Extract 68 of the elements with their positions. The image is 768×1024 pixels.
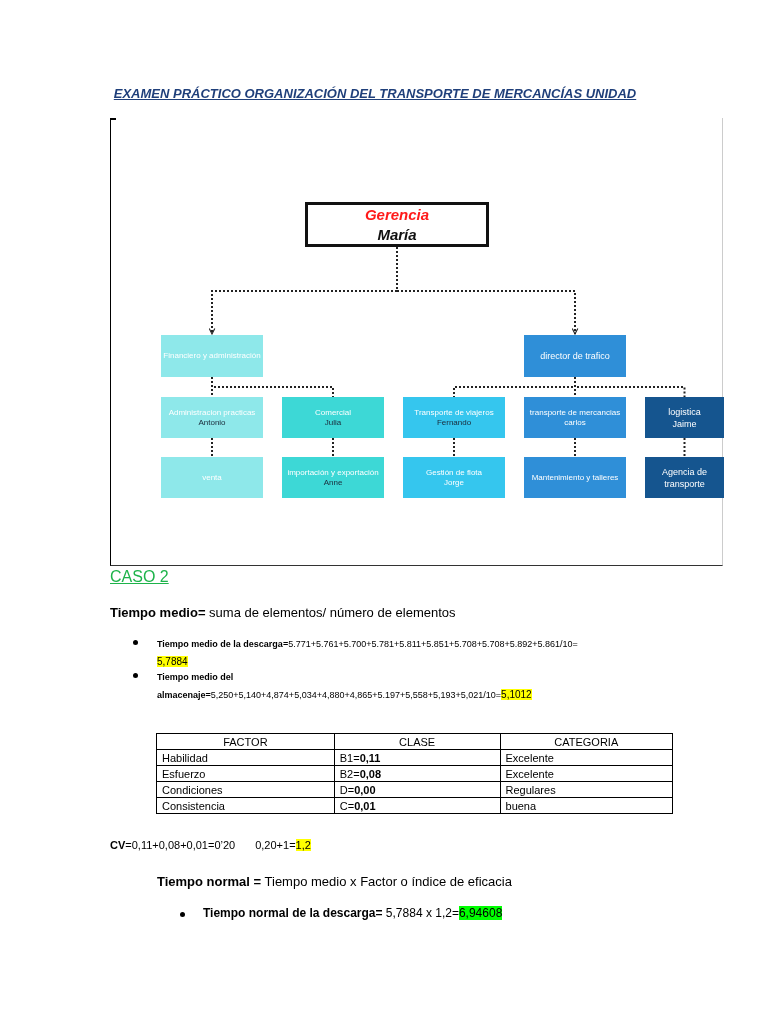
department-box [524,335,626,377]
department-name: Agencia de transporte [660,465,708,490]
arrow [396,246,579,335]
person-name: María [377,224,417,245]
department-name: logistica [668,405,701,418]
department-name: Comercial [315,407,351,418]
connector-line [453,437,455,458]
person-name: carlos [564,417,586,428]
table-cell: D=0,00 [334,781,500,798]
department-box [161,335,263,377]
department-box [645,397,724,438]
table-cell: B1=0,11 [334,749,500,766]
department-name: Financiero y administración [163,351,261,361]
person-name: Anne [323,477,343,488]
person-name: Jaime [672,417,697,430]
department-box [403,457,505,498]
connector-line [211,376,334,398]
table-cell: Excelente [500,765,673,782]
department-box [524,457,626,498]
person-name: Antonio [198,417,226,428]
result-value: 5,7884 [157,656,188,667]
table-cell: Condiciones [156,781,335,798]
table-cell: Excelente [500,749,673,766]
department-name: venta [202,472,222,483]
connector-line [574,376,686,398]
department-name: Administracion practicas [168,407,256,418]
formula-text: CV=0,11+0,08+0,01=0’20 [110,839,236,851]
department-name: Mantenimiento y talleres [531,472,619,483]
connector-line [683,437,686,458]
table-header-cell: FACTOR [156,733,335,750]
person-name: Jorge [444,477,464,488]
department-name: Gerencia [364,204,430,225]
connector-line [211,437,213,458]
person-name: Fernando [436,417,472,428]
table-cell: Regulares [500,781,673,798]
department-box [161,397,263,438]
department-box [403,397,505,438]
formula-text: 0,20+1= [255,839,296,851]
connector-line [332,437,334,458]
formula-text: Tiempo normal de la descarga= 5,7884 x 1,2= [203,906,459,920]
department-box [282,457,384,498]
section-heading: CASO 2 [110,568,169,585]
department-name: director de trafico [540,350,610,362]
table-header-cell: CATEGORIA [500,733,673,750]
table-cell: buena [500,797,673,814]
result-value: 1,2 [295,839,311,851]
table-cell: Esfuerzo [156,765,335,782]
table-cell: C=0,01 [334,797,500,814]
table-cell: B2=0,08 [334,765,500,782]
definition-text: Tiempo normal = Tiempo medio x Factor o índice de eficacia [157,874,512,889]
department-box [282,397,384,438]
department-box [645,457,724,498]
department-box [161,457,263,498]
department-name: Transporte de viajeros [414,407,494,418]
document-title: EXAMEN PRÁCTICO ORGANIZACIÓN DEL TRANSPORTE DE MERCANCÍAS UNIDAD [112,86,638,101]
result-value: 5,1012 [501,689,532,700]
department-box [524,397,626,438]
department-name: importación y exportación [287,467,379,478]
person-name: Julia [324,417,342,428]
definition-text: Tiempo medio= suma de elementos/ número de elementos [110,605,456,620]
connector-line [574,437,576,458]
table-cell: Consistencia [156,797,335,814]
department-name: transporte de mercancias [529,407,621,418]
table-header-cell: CLASE [334,733,500,750]
formula-text: Tiempo medio de la descarga=5.771+5.761+5.700+5.781+5.811+5.851+5.708+5.708+5.892+5.861/10= [157,639,578,649]
department-name: Gestión de flota [425,467,482,478]
management-box [305,202,489,247]
table-cell: Habilidad [156,749,335,766]
